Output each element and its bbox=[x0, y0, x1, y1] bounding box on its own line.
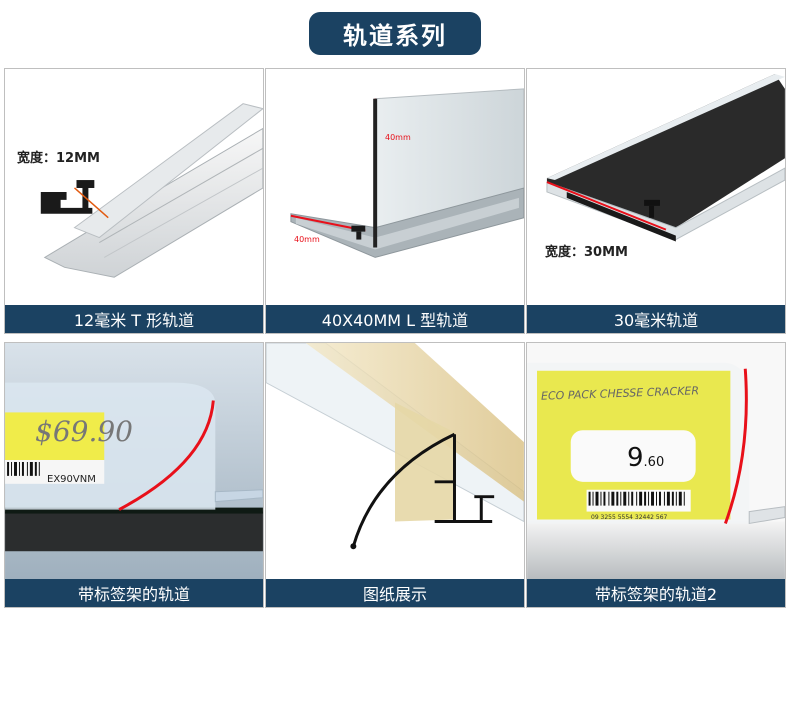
caption-30mm-rail: 30毫米轨道 bbox=[527, 305, 785, 333]
height-dimension-label: 40mm bbox=[385, 133, 411, 142]
price-main: 9 bbox=[627, 443, 644, 473]
barcode-number: 09 3255 5554 32442 567 bbox=[591, 514, 668, 521]
caption-rail-with-label-holder-2: 带标签架的轨道2 bbox=[527, 579, 785, 607]
product-image-drawing bbox=[266, 343, 524, 579]
product-code-text: EX90VNM bbox=[47, 474, 96, 485]
product-image-30mm-rail bbox=[527, 69, 785, 305]
price-tag-text: $69.90 bbox=[35, 415, 133, 448]
label-price: 9.60 bbox=[627, 443, 664, 473]
product-image-label-holder-2 bbox=[527, 343, 785, 579]
caption-rail-with-label-holder: 带标签架的轨道 bbox=[5, 579, 263, 607]
product-image-l-rail bbox=[266, 69, 524, 305]
product-card-40x40-l-rail[interactable]: 40mm 40mm 40X40MM L 型轨道 bbox=[265, 68, 525, 334]
product-card-drawing-display[interactable]: 图纸展示 bbox=[265, 342, 525, 608]
caption-drawing-display: 图纸展示 bbox=[266, 579, 524, 607]
product-card-12mm-t-rail[interactable]: 宽度：12MM 12毫米 T 形轨道 bbox=[4, 68, 264, 334]
width-note: 宽度：12MM bbox=[17, 151, 100, 166]
product-image-label-holder bbox=[5, 343, 263, 579]
product-card-rail-with-label-holder[interactable]: $69.90 EX90VNM 带标签架的轨道 bbox=[4, 342, 264, 608]
product-card-rail-with-label-holder-2[interactable]: ECO PACK CHESSE CRACKER 9.60 09 3255 555… bbox=[526, 342, 786, 608]
caption-12mm-t-rail: 12毫米 T 形轨道 bbox=[5, 305, 263, 333]
width-note: 宽度：30MM bbox=[545, 245, 628, 260]
price-decimal: .60 bbox=[643, 455, 665, 470]
product-card-30mm-rail[interactable]: 宽度：30MM 30毫米轨道 bbox=[526, 68, 786, 334]
caption-40x40-l-rail: 40X40MM L 型轨道 bbox=[266, 305, 524, 333]
base-dimension-label: 40mm bbox=[294, 235, 320, 244]
product-image-t-rail bbox=[5, 69, 263, 305]
section-title: 轨道系列 bbox=[309, 12, 481, 55]
